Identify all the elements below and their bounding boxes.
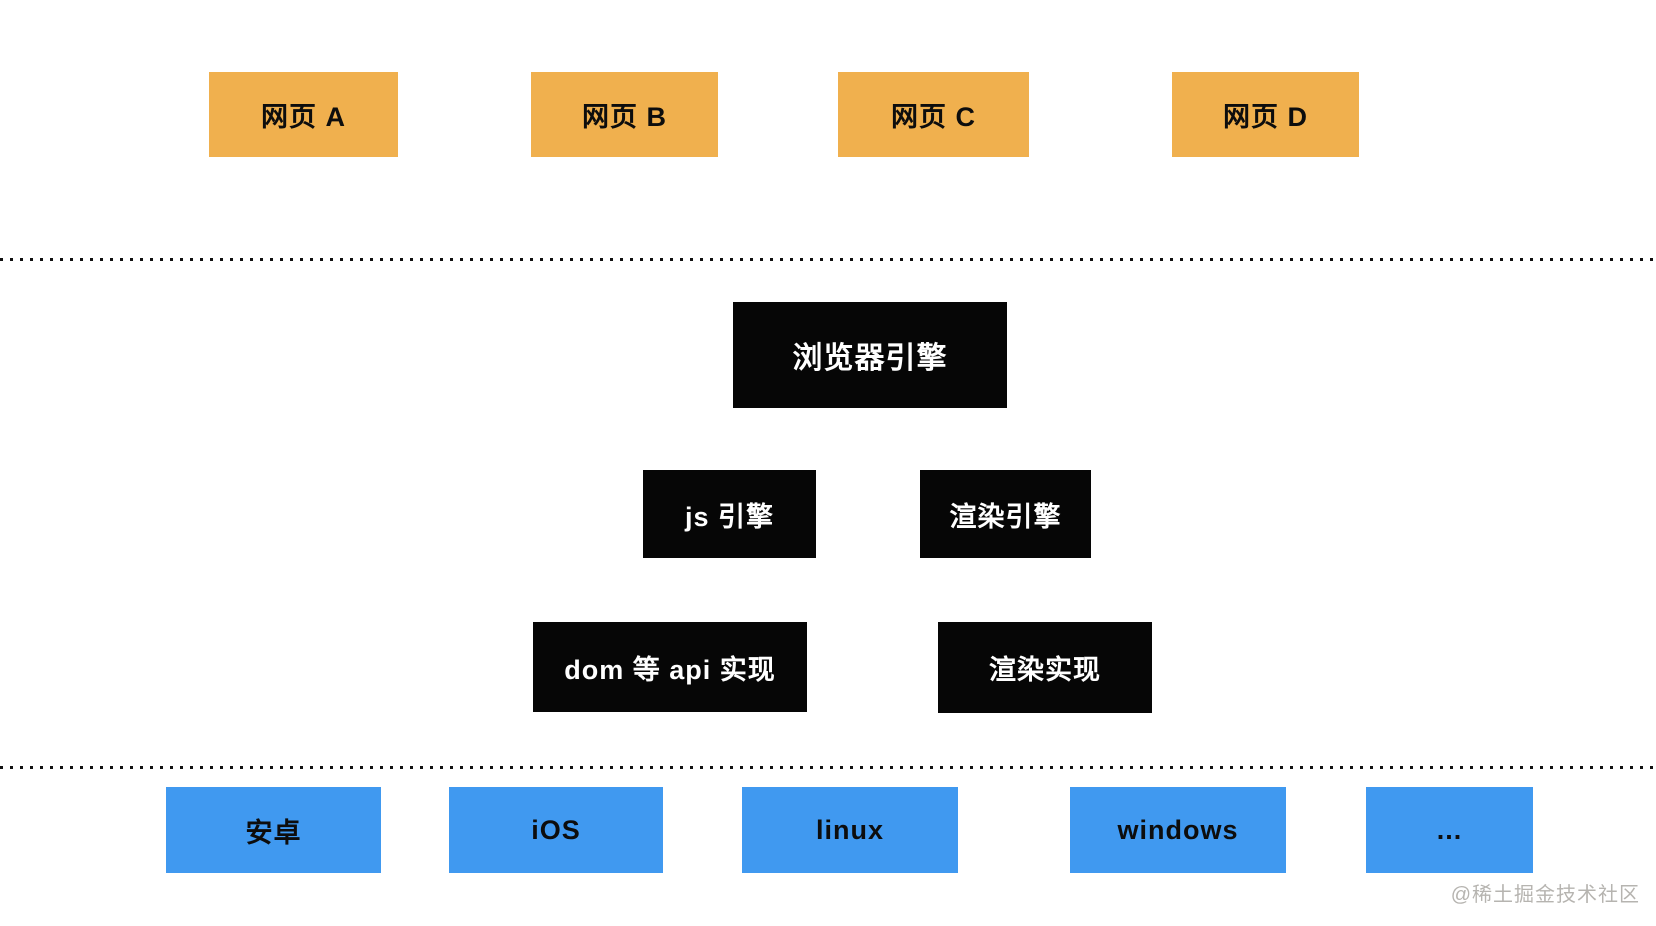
node-label: 安卓 — [245, 817, 302, 848]
node-label: dom 等 api 实现 — [564, 654, 776, 685]
node-label: 网页 D — [1223, 102, 1308, 132]
node-browser-engine: 浏览器引擎 — [733, 302, 1007, 408]
node-webpage-d: 网页 D — [1172, 72, 1359, 157]
separator-dotted-top — [0, 258, 1656, 261]
node-render-implementation: 渲染实现 — [938, 622, 1152, 713]
node-webpage-a: 网页 A — [209, 72, 398, 157]
separator-dotted-bottom — [0, 766, 1656, 769]
node-os-ios: iOS — [449, 787, 663, 873]
node-webpage-c: 网页 C — [838, 72, 1029, 157]
node-os-windows: windows — [1070, 787, 1286, 873]
node-os-android: 安卓 — [166, 787, 381, 873]
node-webpage-b: 网页 B — [531, 72, 718, 157]
node-label: js 引擎 — [684, 501, 775, 532]
node-js-engine: js 引擎 — [643, 470, 816, 558]
node-os-ellipsis: ... — [1366, 787, 1533, 873]
node-label: 渲染引擎 — [949, 501, 1062, 532]
node-label: 网页 A — [261, 102, 346, 132]
node-label: 浏览器引擎 — [792, 342, 948, 375]
node-label: ... — [1436, 814, 1463, 845]
node-dom-api-implementation: dom 等 api 实现 — [533, 622, 807, 712]
node-label: windows — [1117, 814, 1239, 845]
node-label: linux — [815, 814, 884, 845]
node-label: iOS — [531, 814, 581, 845]
node-label: 渲染实现 — [989, 655, 1101, 685]
node-label: 网页 B — [582, 102, 667, 132]
node-os-linux: linux — [742, 787, 958, 873]
node-render-engine: 渲染引擎 — [920, 470, 1091, 558]
node-label: 网页 C — [891, 102, 976, 132]
watermark-juejin-community: @稀土掘金技术社区 — [1450, 884, 1640, 906]
